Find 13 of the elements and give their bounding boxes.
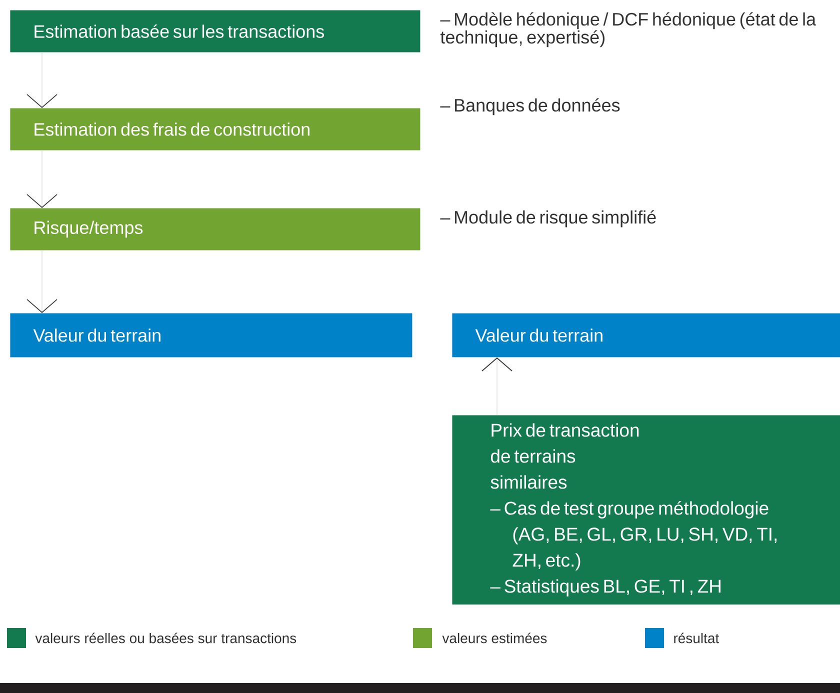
result-box: Valeur du terrain [10,313,412,358]
note-text: – Banques de données [440,98,620,116]
result-box: Valeur du terrain [452,313,840,358]
process-box: Risque/temps [10,208,420,250]
process-box: Estimation basée sur les transactions [10,10,420,52]
legend-text: valeurs estimées [442,632,547,644]
process-box: Estimation des frais de construction [10,108,420,150]
chevron-arrow [26,250,58,313]
source-box: Prix de transaction de terrains similaires – Cas de test groupe méthodologie (AG, BE, GL, GR, LU, SH, VD, TI, ZH, etc.) – Statistiques BL, GE, TI , ZH [452,415,840,604]
note-text: – Module de risque simplifié [440,210,656,228]
legend-text: résultat [674,632,720,644]
note-text: – Modèle hédonique / DCF hédonique (état de la technique, expertisé) [440,12,816,48]
legend-text: valeurs réelles ou basées sur transactions [35,632,296,644]
